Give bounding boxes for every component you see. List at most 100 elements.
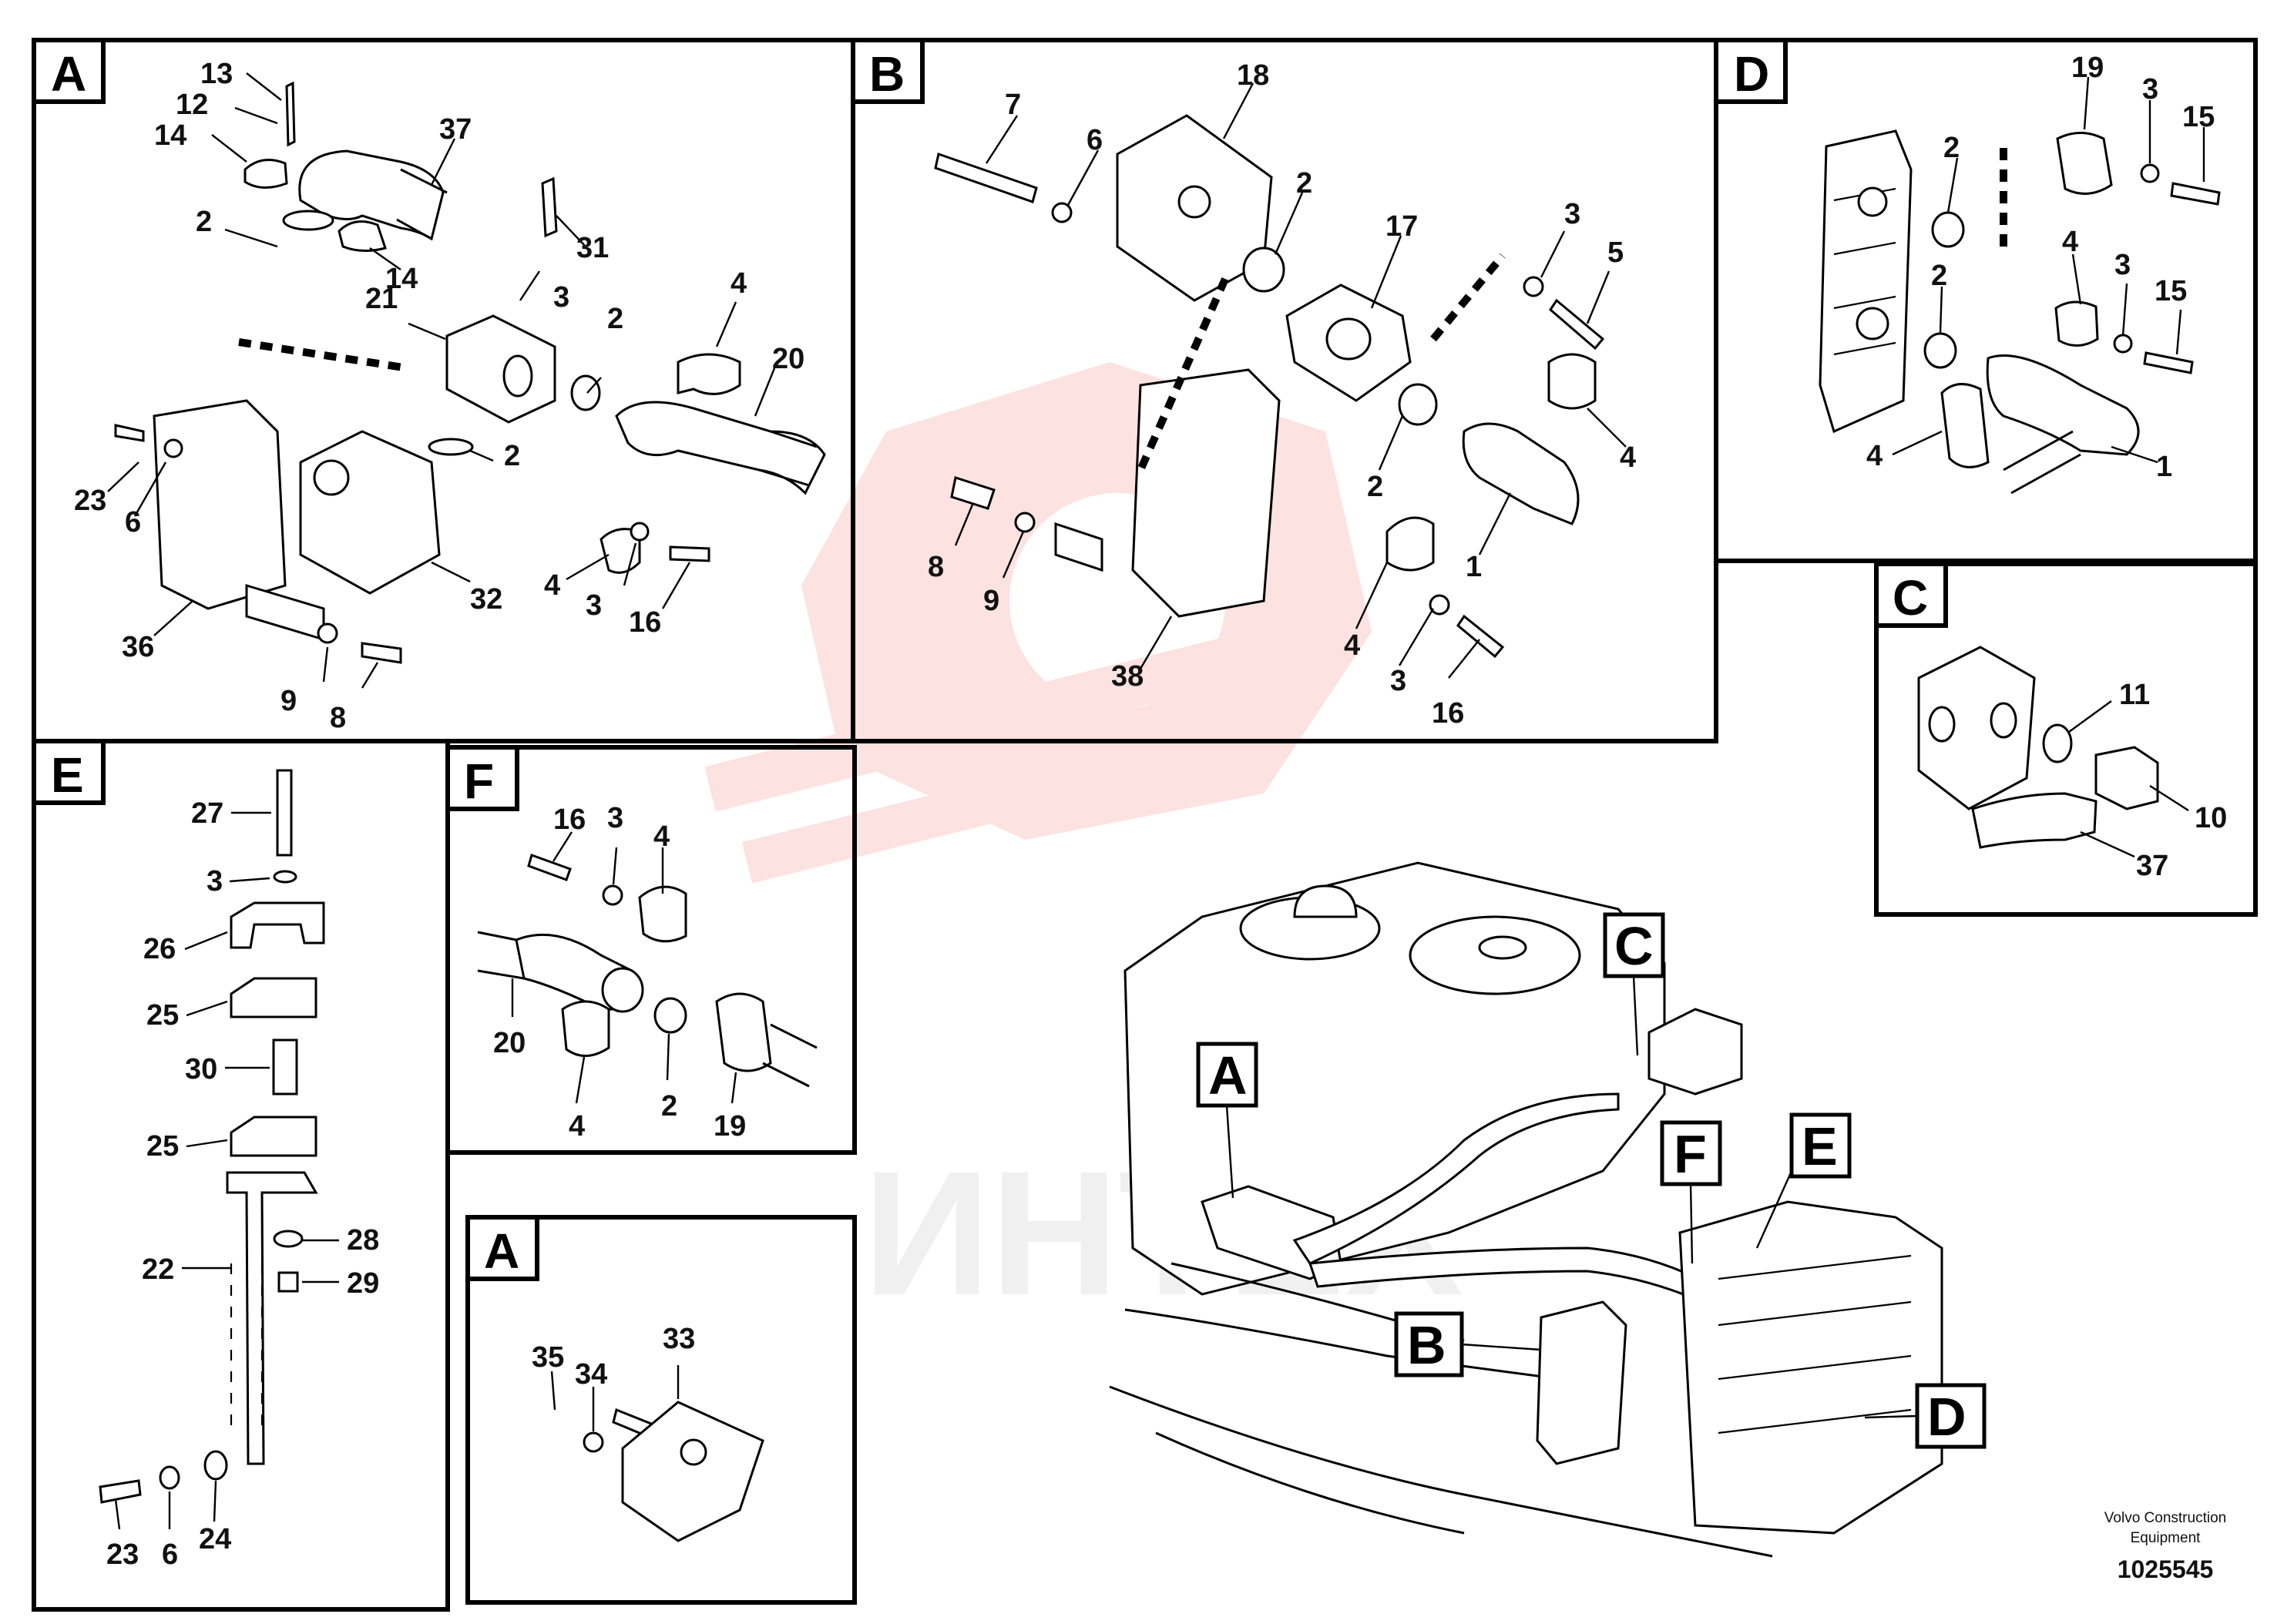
oring-2b bbox=[570, 374, 601, 411]
panel-a-letter: A bbox=[51, 46, 86, 102]
label-26: 26 bbox=[143, 933, 176, 965]
label-2: 2 bbox=[607, 303, 623, 335]
clamp-25b bbox=[230, 1116, 317, 1157]
panel-d-badge bbox=[1714, 38, 1788, 104]
label-4: 4 bbox=[569, 1110, 585, 1143]
label-4: 4 bbox=[2062, 226, 2078, 258]
label-18: 18 bbox=[1237, 59, 1269, 92]
label-20: 20 bbox=[772, 343, 804, 375]
overview-tag-b-box bbox=[1394, 1311, 1464, 1377]
oring-2 bbox=[653, 997, 687, 1034]
label-4: 4 bbox=[653, 820, 670, 853]
panel-a-badge bbox=[32, 38, 106, 104]
clamp-half-4b bbox=[1940, 383, 1990, 468]
label-6: 6 bbox=[125, 506, 141, 539]
label-29: 29 bbox=[347, 1267, 379, 1300]
washer-28 bbox=[273, 1230, 304, 1248]
label-38: 38 bbox=[1111, 660, 1144, 693]
panel-f-detail: F 16 3 4 20 4 2 19 bbox=[445, 745, 857, 1155]
hose-37 bbox=[1971, 792, 2098, 849]
clamp-half-4 bbox=[677, 353, 741, 395]
washer-34 bbox=[583, 1431, 604, 1453]
label-1: 1 bbox=[2156, 451, 2172, 483]
label-16: 16 bbox=[1432, 697, 1464, 730]
washer-24 bbox=[203, 1450, 228, 1481]
label-4: 4 bbox=[544, 569, 560, 602]
label-3: 3 bbox=[1564, 198, 1580, 230]
bolt-31 bbox=[541, 176, 558, 238]
bolt-16 bbox=[669, 545, 710, 562]
oring-2b bbox=[1923, 332, 1957, 369]
valve-block-32 bbox=[299, 430, 441, 595]
bolt-27 bbox=[276, 769, 293, 857]
overview-tag-c-box bbox=[1603, 912, 1665, 978]
bracket-22 bbox=[226, 1171, 318, 1465]
washer-3 bbox=[1523, 276, 1544, 297]
label-3: 3 bbox=[207, 865, 223, 898]
label-13: 13 bbox=[200, 58, 233, 90]
flange-19 bbox=[715, 992, 772, 1072]
washer-6 bbox=[163, 438, 183, 458]
label-21: 21 bbox=[365, 283, 398, 315]
panel-e-detail: E 27 3 26 25 30 25 22 28 29 23 6 24 bbox=[32, 739, 450, 1612]
panel-d-detail: D 19 3 15 2 4 2 3 15 4 1 bbox=[1714, 38, 2258, 563]
overview-tag-d: D bbox=[1927, 1387, 1967, 1447]
label-15: 15 bbox=[2182, 101, 2215, 133]
brand-line-1: Volvo Construction bbox=[2104, 1510, 2226, 1526]
label-8: 8 bbox=[928, 551, 944, 583]
clamp-25a bbox=[230, 977, 317, 1018]
label-2: 2 bbox=[1931, 260, 1947, 292]
panel-d-frame bbox=[1714, 38, 2258, 563]
overview-tag-e-box bbox=[1789, 1112, 1852, 1179]
panel-b-badge bbox=[851, 38, 925, 104]
label-3: 3 bbox=[2142, 73, 2158, 106]
bolt-16 bbox=[1456, 614, 1505, 659]
label-12: 12 bbox=[176, 89, 208, 121]
overview-tag-e: E bbox=[1802, 1116, 1838, 1176]
oring-2 bbox=[1931, 211, 1965, 248]
panel-e-badge bbox=[32, 739, 106, 805]
label-3: 3 bbox=[607, 802, 623, 834]
panel-b-letter: B bbox=[869, 46, 905, 102]
label-33: 33 bbox=[663, 1323, 695, 1355]
bolt-8 bbox=[361, 642, 402, 664]
label-3: 3 bbox=[553, 281, 569, 314]
hose-end-1 bbox=[1462, 422, 1580, 525]
oring-11 bbox=[2042, 723, 2073, 763]
panel-c-frame bbox=[1874, 562, 2258, 917]
bolt-15 bbox=[2170, 182, 2221, 206]
label-16: 16 bbox=[553, 804, 586, 836]
bolt-5 bbox=[1549, 298, 1605, 351]
clamp-26 bbox=[230, 901, 325, 949]
washer-3b bbox=[2113, 334, 2133, 354]
washer-3b bbox=[1429, 594, 1450, 616]
bolt-23 bbox=[114, 424, 145, 442]
label-4: 4 bbox=[1620, 441, 1636, 474]
label-34: 34 bbox=[575, 1358, 607, 1391]
label-37: 37 bbox=[439, 113, 472, 146]
label-17: 17 bbox=[1385, 210, 1418, 243]
panel-f-frame bbox=[445, 745, 857, 1155]
label-3: 3 bbox=[586, 589, 602, 622]
panel-c-letter: C bbox=[1893, 570, 1928, 626]
label-7: 7 bbox=[1005, 89, 1021, 121]
flange-21 bbox=[445, 314, 556, 424]
label-2: 2 bbox=[1367, 471, 1383, 503]
panel-d-letter: D bbox=[1734, 46, 1769, 102]
label-23: 23 bbox=[106, 1538, 139, 1571]
label-2: 2 bbox=[196, 206, 212, 238]
overview-tag-a-box bbox=[1196, 1042, 1258, 1108]
label-37: 37 bbox=[2136, 850, 2168, 882]
oring-2c bbox=[428, 438, 474, 456]
overview-tag-f: F bbox=[1674, 1124, 1707, 1184]
label-4: 4 bbox=[731, 267, 747, 300]
label-3: 3 bbox=[1390, 665, 1406, 697]
label-25: 25 bbox=[146, 999, 179, 1032]
label-32: 32 bbox=[470, 583, 502, 616]
clamp-half-14b bbox=[338, 220, 387, 252]
bracket-plate-36 bbox=[153, 399, 287, 610]
label-35: 35 bbox=[532, 1341, 564, 1374]
bolt-7 bbox=[934, 153, 1038, 203]
label-15: 15 bbox=[2155, 275, 2187, 307]
washer-9 bbox=[317, 622, 338, 644]
